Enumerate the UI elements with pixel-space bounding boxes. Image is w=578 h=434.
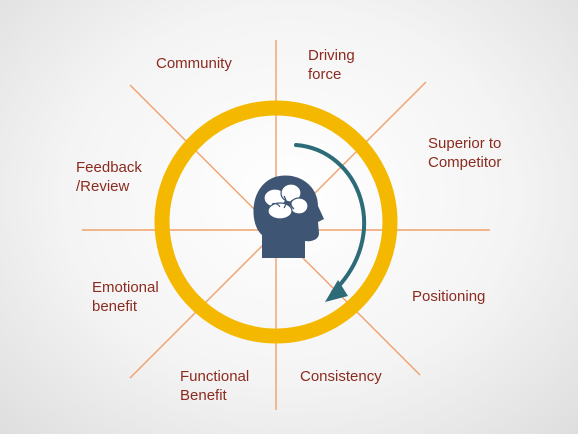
- arrow-head-icon: [325, 280, 348, 302]
- cycle-arrow-path: [294, 143, 367, 294]
- label-feedback-review: Feedback /Review: [76, 159, 142, 195]
- cycle-arrow: [294, 143, 367, 302]
- head-with-brain-icon: [253, 175, 324, 258]
- label-consistency: Consistency: [300, 368, 382, 385]
- label-driving-force: Driving force: [308, 47, 355, 83]
- label-superior-to-competitor: Superior to Competitor: [428, 135, 502, 171]
- label-community: Community: [156, 55, 232, 72]
- label-positioning: Positioning: [412, 288, 486, 305]
- label-functional-benefit: Functional Benefit: [180, 368, 250, 404]
- label-emotional-benefit: Emotional benefit: [92, 279, 159, 315]
- brain-icon: [263, 183, 309, 220]
- outer-ring: [154, 100, 398, 344]
